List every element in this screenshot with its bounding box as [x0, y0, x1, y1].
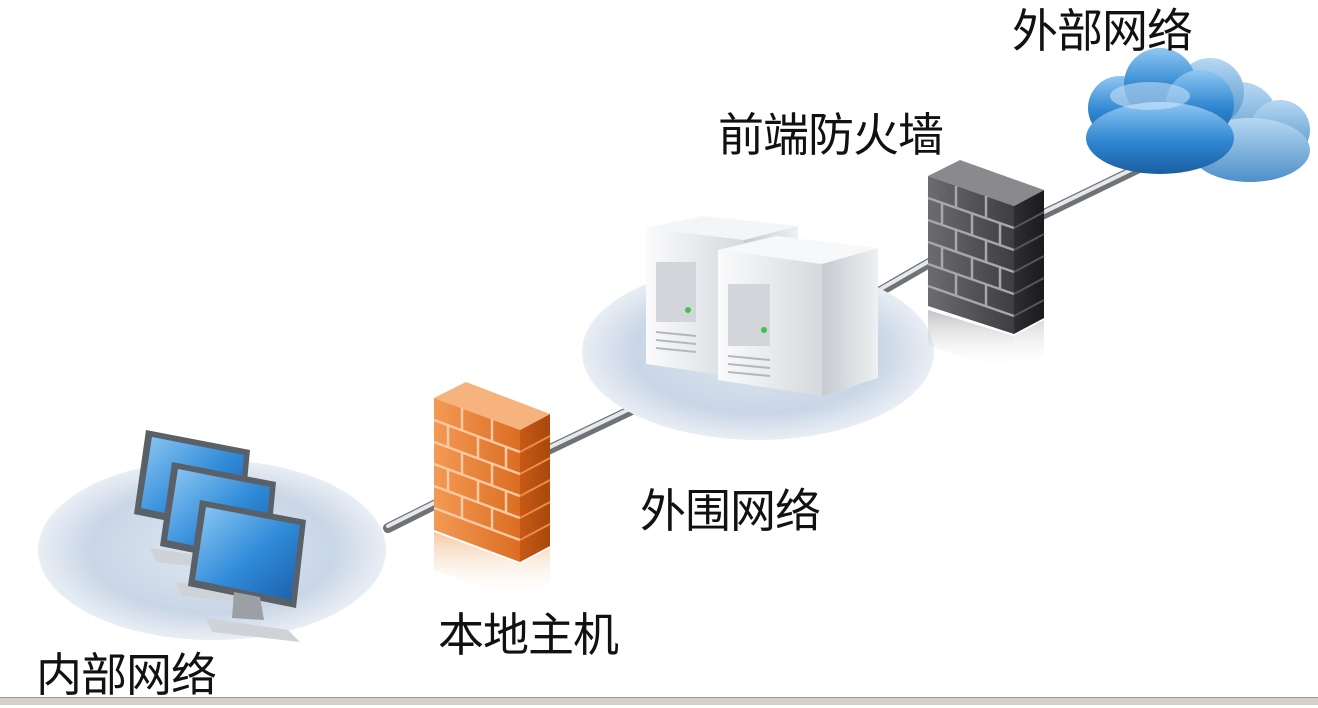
computers-icon — [134, 430, 306, 642]
external-network-node — [1086, 48, 1310, 182]
orange-firewall-icon — [433, 382, 551, 600]
internal-network-label: 内部网络 — [36, 648, 217, 702]
bottom-border — [0, 697, 1318, 705]
external-network-label: 外部网络 — [1012, 4, 1193, 58]
perimeter-network-label: 外围网络 — [640, 484, 821, 538]
front-firewall-label: 前端防火墙 — [718, 108, 944, 162]
servers-icon — [646, 216, 878, 396]
cloud-icon — [1086, 48, 1310, 182]
cable-local-to-perimeter — [543, 401, 645, 455]
front-firewall-node — [927, 160, 1045, 372]
dark-firewall-icon — [927, 160, 1045, 372]
local-host-label: 本地主机 — [438, 608, 619, 662]
perimeter-network-node — [582, 216, 934, 440]
internal-network-node — [38, 430, 386, 642]
local-host-node — [433, 382, 551, 600]
